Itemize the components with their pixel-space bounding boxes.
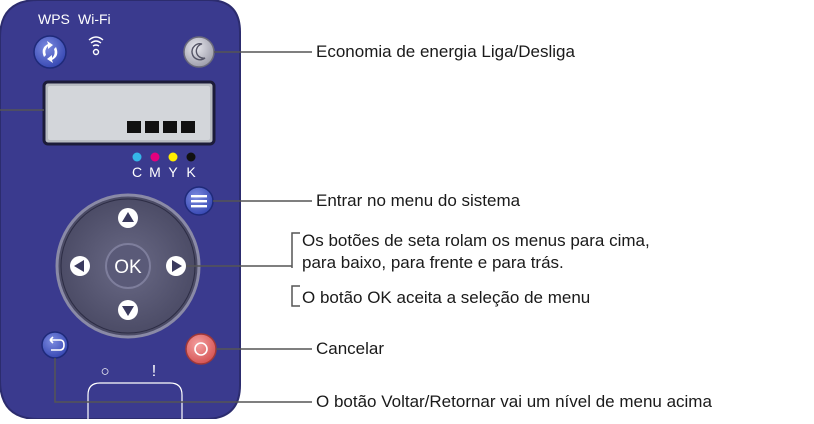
ink-label-c: C [132, 164, 142, 180]
ok-label: OK [114, 257, 142, 278]
left-arrow-icon [74, 260, 84, 272]
lcd-block [127, 121, 141, 133]
ink-label-k: K [186, 164, 196, 180]
cancel-button[interactable] [185, 333, 217, 365]
leader-back [54, 358, 312, 403]
wifi-label: Wi-Fi [78, 11, 111, 27]
lcd-display [42, 80, 216, 146]
status-indicator-strip: ○ ! [87, 363, 183, 419]
stop-icon [194, 342, 208, 356]
up-arrow-button[interactable] [118, 208, 138, 228]
left-arrow-button[interactable] [70, 256, 90, 276]
back-button[interactable] [41, 331, 69, 359]
callout-arrow-line-2: para baixo, para frente e para trás. [302, 253, 564, 272]
lcd-block [181, 121, 195, 133]
down-arrow-button[interactable] [118, 300, 138, 320]
wps-button[interactable] [33, 35, 67, 69]
bracket-ok [291, 285, 300, 307]
power-saver-button[interactable] [183, 36, 215, 68]
menu-icon [191, 195, 207, 208]
up-arrow-icon [122, 212, 134, 222]
leader-lines [0, 51, 312, 403]
ink-yellow-dot [168, 152, 178, 162]
back-arrow-icon [49, 336, 65, 351]
callout-cancel: Cancelar [316, 339, 385, 358]
callout-power-saver: Economia de energia Liga/Desliga [316, 42, 575, 61]
callout-arrow-line-1: Os botões de seta rolam os menus para ci… [302, 231, 650, 250]
ink-label-y: Y [168, 164, 178, 180]
down-arrow-icon [122, 306, 134, 316]
bracket-arrows [291, 232, 300, 268]
system-menu-button[interactable] [184, 186, 214, 216]
callout-back: O botão Voltar/Retornar vai um nível de … [316, 392, 712, 411]
right-arrow-button[interactable] [166, 256, 186, 276]
ink-cyan-dot [132, 152, 142, 162]
lcd-block [145, 121, 159, 133]
right-arrow-icon [172, 260, 182, 272]
wifi-icon [88, 36, 104, 56]
ink-label-m: M [149, 164, 161, 180]
wps-label: WPS [38, 11, 70, 27]
ink-black-dot [186, 152, 196, 162]
callout-system-menu: Entrar no menu do sistema [316, 191, 521, 210]
error-status-icon: ! [152, 363, 156, 380]
lcd-block [163, 121, 177, 133]
ink-magenta-dot [150, 152, 160, 162]
wps-icon [42, 41, 58, 63]
moon-icon [191, 43, 206, 61]
ink-indicators: C M Y K [132, 152, 196, 180]
callout-ok-button: O botão OK aceita a seleção de menu [302, 288, 591, 307]
power-status-icon: ○ [100, 363, 109, 380]
ok-button[interactable]: OK [105, 243, 151, 289]
